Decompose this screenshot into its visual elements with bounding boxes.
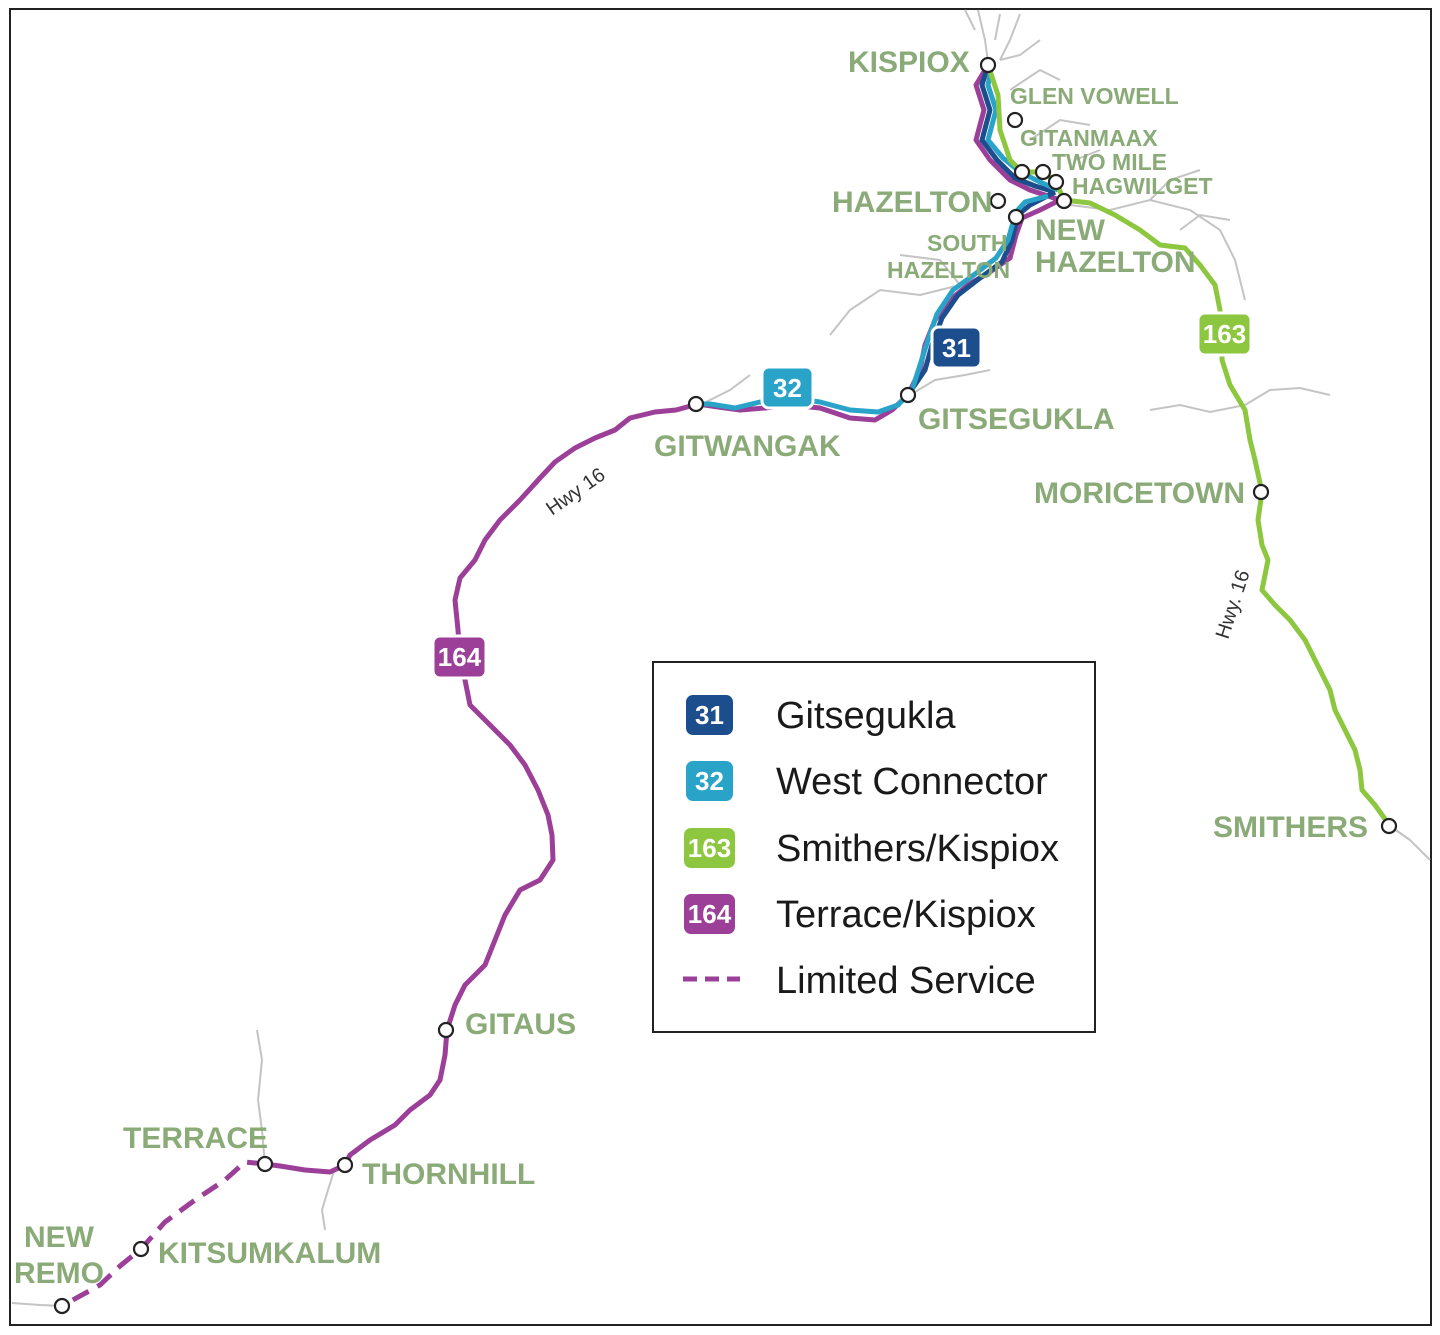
label-new-remo-line1: NEW: [24, 1221, 95, 1254]
legend-item-limited: Limited Service: [683, 960, 1036, 1002]
legend-label-limited: Limited Service: [776, 960, 1036, 1002]
label-new-remo-line2: REMO: [14, 1257, 104, 1290]
stop-moricetown: [1252, 483, 1270, 501]
stop-gitsegukla: [899, 386, 917, 404]
legend-badge-164-text: 164: [688, 899, 732, 929]
shield-32-text: 32: [773, 373, 802, 403]
stop-thornhill: [336, 1156, 354, 1174]
shield-163-text: 163: [1203, 319, 1246, 349]
label-south-hazelton-line2: HAZELTON: [887, 257, 1010, 283]
stop-gitanmaax: [1013, 163, 1031, 181]
stop-kispiox: [979, 56, 997, 74]
legend-badge-31: [686, 695, 733, 735]
shield-164: 164: [431, 634, 488, 680]
stop-two-mile: [1034, 163, 1052, 181]
legend-badge-32: [686, 761, 733, 801]
legend-badge-164: [684, 894, 735, 934]
legend-label-31: Gitsegukla: [776, 695, 956, 737]
label-gitsegukla: GITSEGUKLA: [918, 403, 1115, 436]
stop-south-hazelton: [1007, 208, 1025, 226]
shield-163: 163: [1196, 311, 1253, 357]
stop-glen-vowell: [1006, 111, 1024, 129]
stop-gitaus: [437, 1021, 455, 1039]
stop-hazelton: [989, 192, 1007, 210]
legend-badge-32-text: 32: [695, 766, 724, 796]
stop-smithers: [1380, 817, 1398, 835]
legend-label-164: Terrace/Kispiox: [776, 894, 1036, 936]
legend-label-32: West Connector: [776, 761, 1048, 803]
label-kitsumkalum: KITSUMKALUM: [158, 1237, 381, 1270]
label-new-hazelton-line1: NEW: [1035, 214, 1106, 247]
legend: 31 Gitsegukla 32 West Connector 163 Smit…: [652, 661, 1096, 1033]
legend-badge-31-text: 31: [695, 700, 724, 730]
label-thornhill: THORNHILL: [362, 1158, 535, 1191]
label-two-mile: TWO MILE: [1052, 149, 1167, 175]
place-labels: KISPIOX GLEN VOWELL GITANMAAX TWO MILE H…: [14, 46, 1368, 1290]
label-moricetown: MORICETOWN: [1034, 477, 1245, 510]
shield-164-text: 164: [438, 642, 482, 672]
label-hazelton: HAZELTON: [832, 186, 993, 219]
stop-gitwangak: [687, 395, 705, 413]
shield-31: 31: [930, 325, 983, 370]
label-gitaus: GITAUS: [465, 1008, 576, 1041]
label-terrace: TERRACE: [123, 1122, 268, 1155]
shield-31-text: 31: [942, 333, 971, 363]
legend-item-163: 163 Smithers/Kispiox: [684, 828, 1059, 870]
stop-new-remo: [53, 1297, 71, 1315]
legend-item-31: 31 Gitsegukla: [686, 695, 956, 737]
legend-badge-163-text: 163: [688, 833, 731, 863]
legend-badge-163: [684, 828, 735, 868]
shield-32: 32: [760, 365, 815, 410]
label-south-hazelton-line1: SOUTH: [927, 230, 1008, 256]
stop-terrace: [256, 1155, 274, 1173]
stops: [53, 56, 1398, 1315]
stop-new-hazelton: [1055, 192, 1073, 210]
legend-item-32: 32 West Connector: [686, 761, 1048, 803]
label-kispiox: KISPIOX: [848, 46, 970, 79]
label-gitwangak: GITWANGAK: [654, 430, 841, 463]
label-gitanmaax: GITANMAAX: [1020, 125, 1158, 151]
stop-kitsumkalum: [132, 1240, 150, 1258]
legend-label-163: Smithers/Kispiox: [776, 828, 1059, 870]
stop-hagwilget: [1047, 173, 1065, 191]
label-hagwilget: HAGWILGET: [1072, 173, 1213, 199]
label-glen-vowell: GLEN VOWELL: [1010, 83, 1179, 109]
label-new-hazelton-line2: HAZELTON: [1035, 246, 1196, 279]
label-smithers: SMITHERS: [1213, 811, 1368, 844]
legend-item-164: 164 Terrace/Kispiox: [684, 894, 1036, 936]
